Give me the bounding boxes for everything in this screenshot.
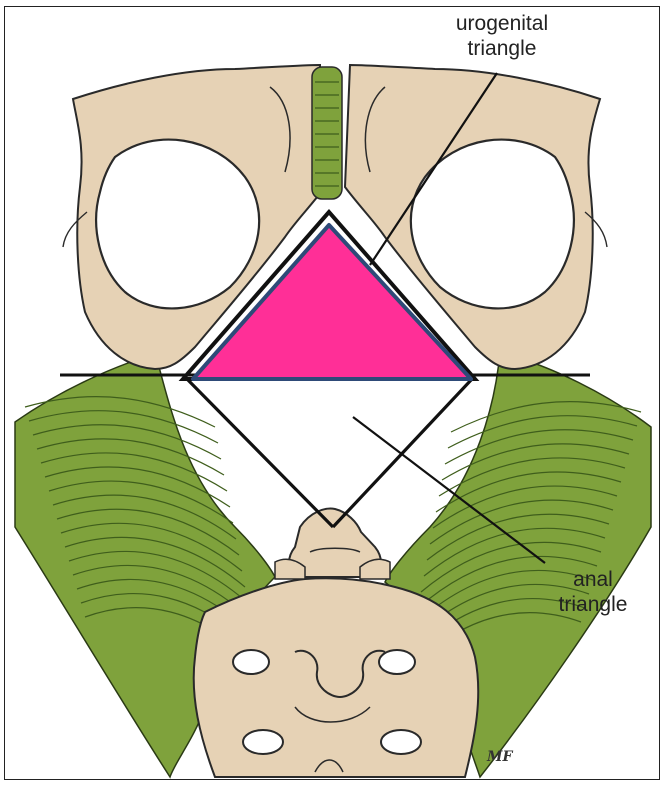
anal-label-line1: anal <box>543 567 643 592</box>
urogenital-label-line1: urogenital <box>437 11 567 36</box>
urogenital-label-line2: triangle <box>437 36 567 61</box>
anal-label-line2: triangle <box>543 592 643 617</box>
anal-label: anal triangle <box>543 567 643 617</box>
pelvis-illustration <box>5 7 660 780</box>
artist-signature: MF <box>487 749 512 765</box>
diagram-frame: urogenital triangle anal triangle MF <box>4 6 660 780</box>
anal-triangle-outline <box>187 379 472 527</box>
urogenital-label: urogenital triangle <box>437 11 567 61</box>
